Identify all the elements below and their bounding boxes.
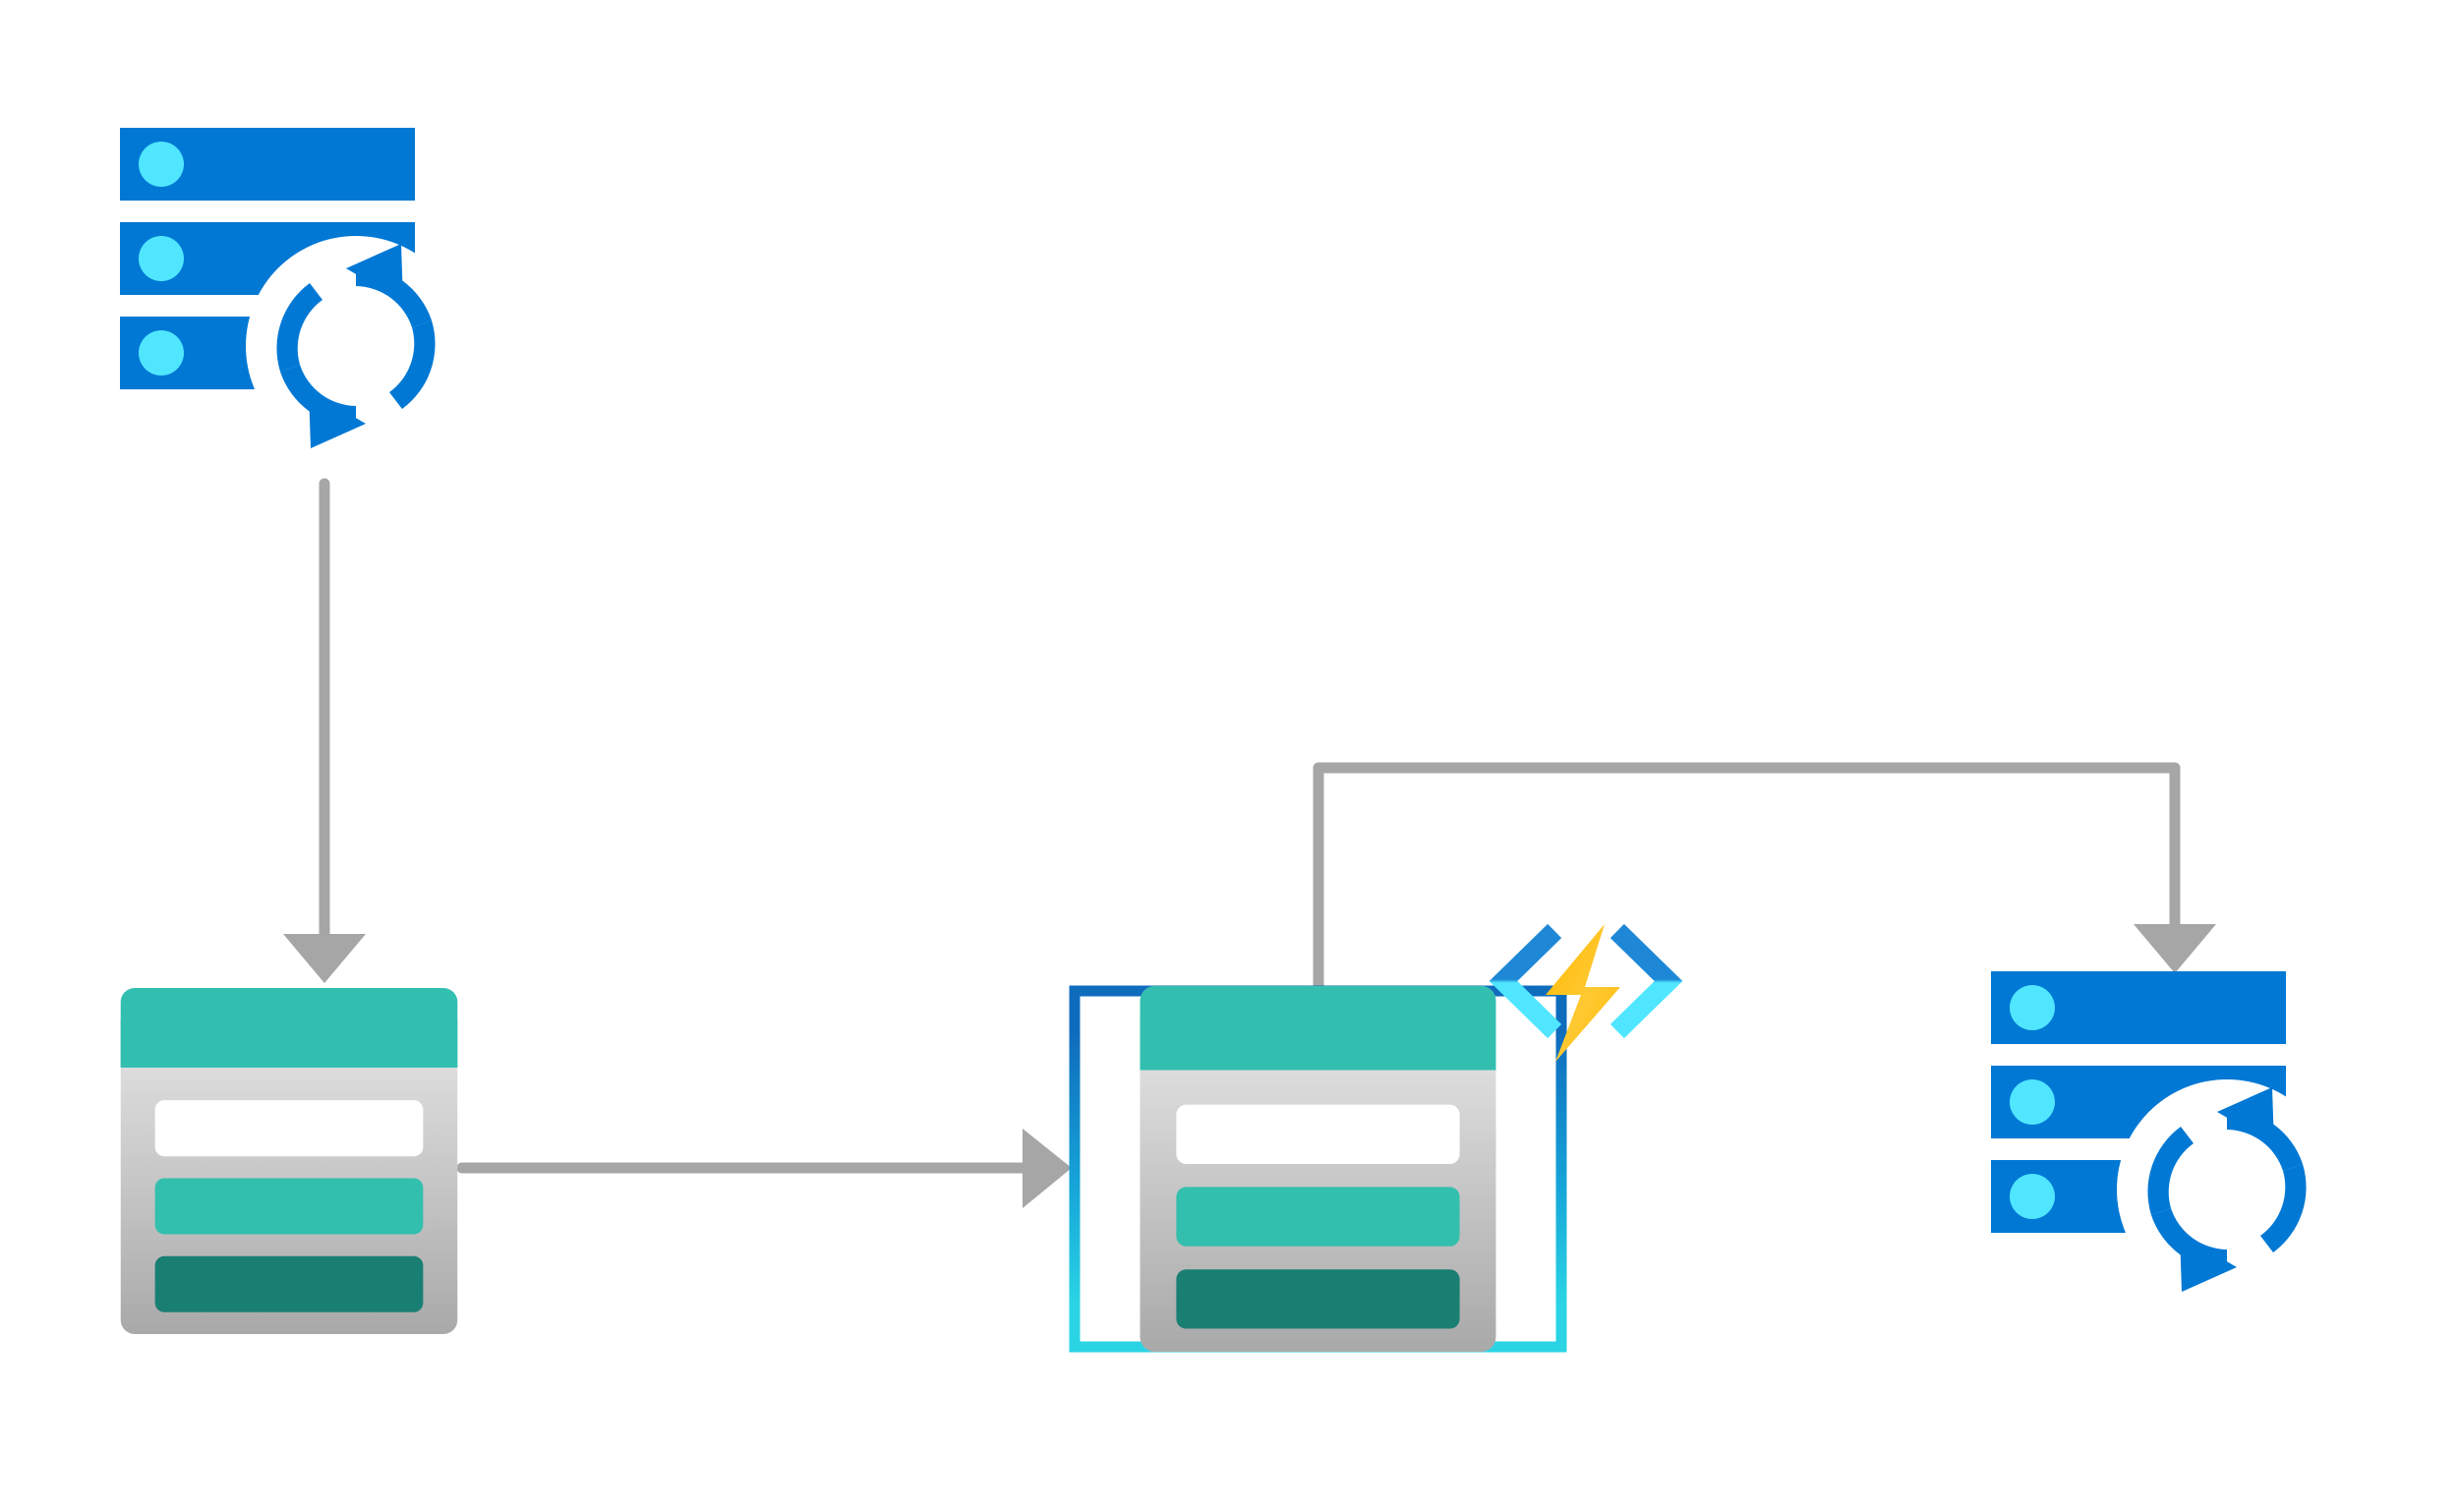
connector-source-server-to-app-service [283,478,366,983]
connector-arrowhead [283,934,366,983]
azure-functions-icon [1489,923,1683,1062]
target-database-server-icon[interactable] [1991,971,2337,1300]
azure-function-container[interactable] [1069,985,1567,1353]
source-app-service-icon[interactable] [120,988,458,1334]
lightning-bolt-icon [1546,924,1620,1062]
source-database-server-icon[interactable] [120,128,466,456]
right-bracket-icon [1609,923,1683,1039]
left-bracket-icon [1489,923,1562,1039]
connector-function-to-target-server [1313,762,2216,995]
connector-arrowhead [2134,924,2216,973]
connector-layer [283,478,2216,1208]
connector-arrowhead [1023,1129,1072,1208]
connector-line [1313,762,2181,995]
connector-app-service-to-function [456,1129,1072,1208]
inner-app-service-icon [1140,986,1496,1352]
